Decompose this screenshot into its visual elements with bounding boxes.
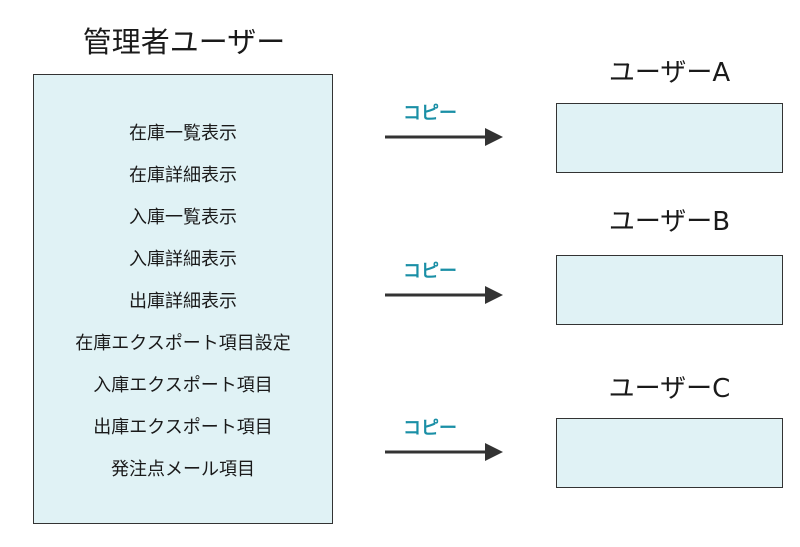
right-arrow-icon [385, 128, 503, 146]
copy-arrow-a: コピー [385, 102, 505, 162]
copy-label: コピー [403, 261, 457, 282]
user-a-box [556, 103, 783, 173]
right-arrow-icon [385, 286, 503, 304]
copy-label: コピー [403, 418, 457, 439]
permission-item: 発注点メール項目 [111, 459, 255, 480]
user-b-title: ユーザーB [608, 207, 731, 237]
permission-item: 在庫一覧表示 [129, 123, 237, 144]
user-a-title: ユーザーA [608, 58, 731, 88]
permission-item: 出庫エクスポート項目 [93, 417, 273, 438]
permission-item: 入庫エクスポート項目 [93, 375, 273, 396]
copy-arrow-b: コピー [385, 260, 505, 320]
copy-arrow-c: コピー [385, 417, 505, 477]
permission-item: 出庫詳細表示 [129, 291, 237, 312]
permission-item: 入庫一覧表示 [129, 207, 237, 228]
right-arrow-icon [385, 443, 503, 461]
admin-user-title: 管理者ユーザー [82, 25, 286, 59]
admin-permissions-box: 在庫一覧表示 在庫詳細表示 入庫一覧表示 入庫詳細表示 出庫詳細表示 在庫エクス… [33, 74, 333, 524]
user-c-title: ユーザーC [608, 374, 731, 404]
copy-label: コピー [403, 103, 457, 124]
user-c-box [556, 418, 783, 488]
permission-item: 在庫エクスポート項目設定 [75, 333, 291, 354]
permission-item: 在庫詳細表示 [129, 165, 237, 186]
permission-item-list: 在庫一覧表示 在庫詳細表示 入庫一覧表示 入庫詳細表示 出庫詳細表示 在庫エクス… [34, 113, 332, 491]
permission-item: 入庫詳細表示 [129, 249, 237, 270]
user-b-box [556, 255, 783, 325]
